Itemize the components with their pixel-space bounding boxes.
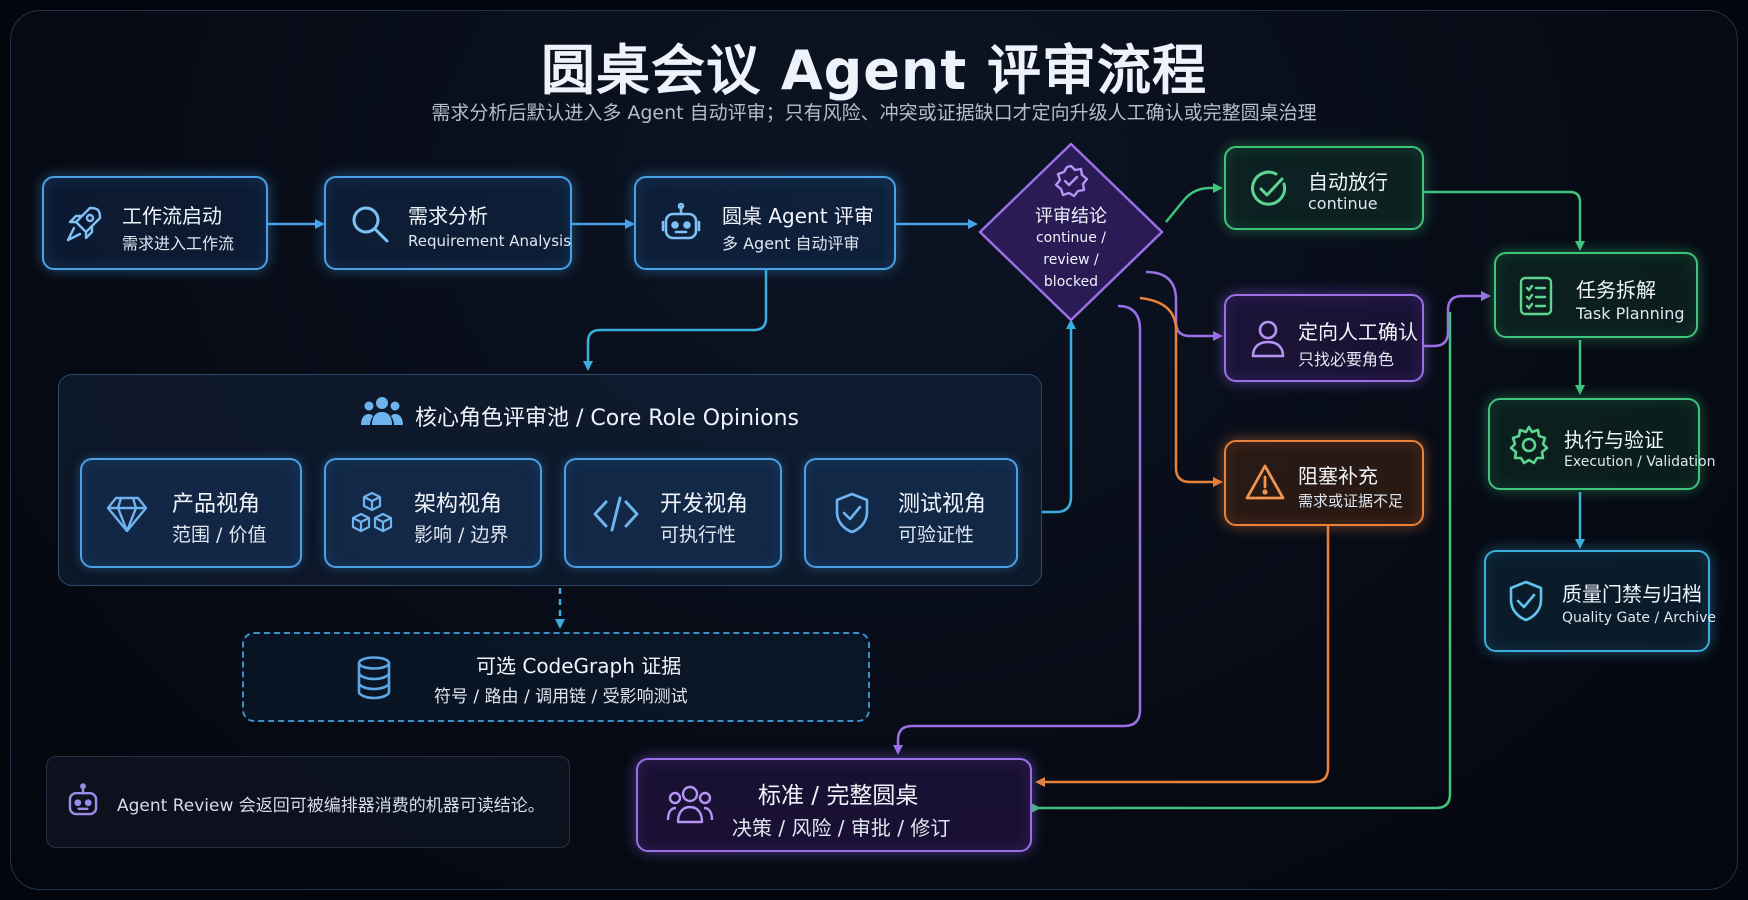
role-subtitle: 可验证性 — [898, 524, 975, 546]
node-subtitle: Task Planning — [1576, 304, 1685, 323]
pool-title: 核心角色评审池 / Core Role Opinions — [415, 406, 800, 431]
node-subtitle: 决策 / 风险 / 审批 / 修订 — [732, 816, 951, 840]
role-subtitle: 可执行性 — [660, 524, 737, 546]
warning-icon — [1245, 464, 1285, 500]
role-card-testing[interactable]: 测试视角 可验证性 — [804, 458, 1018, 568]
node-subtitle: continue — [1308, 194, 1378, 213]
edge-roundtable-task — [1031, 312, 1452, 813]
edge-verdict-roundtable — [893, 304, 1142, 755]
cubes-icon — [351, 491, 393, 533]
role-subtitle: 影响 / 边界 — [414, 524, 509, 546]
node-title: 工作流启动 — [122, 204, 222, 228]
robot-icon — [661, 202, 701, 240]
role-title: 开发视角 — [660, 492, 749, 517]
node-quality-gate[interactable]: 质量门禁与归档 Quality Gate / Archive — [1484, 550, 1716, 652]
verdict-option-blocked: blocked — [1043, 274, 1099, 290]
node-title: 阻塞补充 — [1298, 464, 1378, 488]
node-title: 圆桌 Agent 评审 — [722, 204, 874, 228]
edge-human-task — [1424, 291, 1491, 348]
node-blocked[interactable]: 阻塞补充 需求或证据不足 — [1224, 440, 1424, 526]
node-title: 需求分析 — [408, 204, 488, 228]
edge-verdict-blocked — [1139, 296, 1178, 331]
node-subtitle: Requirement Analysis — [408, 232, 572, 250]
node-task-planning[interactable]: 任务拆解 Task Planning — [1494, 252, 1698, 338]
robot-icon — [68, 783, 98, 816]
verified-badge-icon — [1054, 164, 1089, 198]
node-subtitle: 需求或证据不足 — [1298, 492, 1404, 510]
note-text: Agent Review 会返回可被编排器消费的机器可读结论。 — [117, 796, 545, 816]
node-subtitle: Execution / Validation — [1564, 454, 1716, 470]
database-icon — [357, 656, 391, 700]
node-requirement-analysis[interactable]: 需求分析 Requirement Analysis — [324, 176, 572, 270]
code-icon — [593, 496, 639, 532]
node-title: 质量门禁与归档 — [1562, 582, 1702, 606]
role-card-product[interactable]: 产品视角 范围 / 价值 — [80, 458, 302, 568]
diamond-icon — [106, 496, 148, 533]
verdict-option-review: review / — [1043, 252, 1099, 268]
node-title: 标准 / 完整圆桌 — [758, 783, 919, 809]
node-auto-pass[interactable]: 自动放行 continue — [1224, 146, 1424, 230]
user-icon — [1251, 320, 1285, 358]
node-title: 执行与验证 — [1564, 428, 1664, 452]
codegraph-subtitle: 符号 / 路由 / 调用链 / 受影响测试 — [434, 687, 688, 707]
node-agent-review[interactable]: 圆桌 Agent 评审 多 Agent 自动评审 — [634, 176, 896, 270]
role-title: 测试视角 — [898, 492, 987, 517]
shield-check-icon — [835, 492, 869, 534]
node-title: 任务拆解 — [1576, 278, 1656, 302]
core-role-pool — [58, 374, 1042, 586]
edge-blocked-roundtable — [1035, 526, 1330, 787]
node-title: 自动放行 — [1308, 170, 1388, 194]
role-title: 架构视角 — [414, 492, 503, 517]
role-card-development[interactable]: 开发视角 可执行性 — [564, 458, 782, 568]
node-codegraph-evidence[interactable]: 可选 CodeGraph 证据 符号 / 路由 / 调用链 / 受影响测试 — [242, 632, 870, 722]
edge-verdict-blocked-2 — [1174, 330, 1223, 487]
edge-autopass-task — [1424, 190, 1585, 251]
verdict-title: 评审结论 — [1035, 206, 1107, 227]
edge-pool-verdict — [1042, 319, 1076, 514]
edge-review-pool — [583, 270, 768, 371]
node-review-verdict[interactable] — [974, 140, 1168, 324]
node-full-roundtable[interactable]: 标准 / 完整圆桌 决策 / 风险 / 审批 / 修订 — [636, 758, 1032, 852]
role-title: 产品视角 — [172, 492, 261, 517]
page-title: 圆桌会议 Agent 评审流程 — [541, 39, 1207, 102]
codegraph-title: 可选 CodeGraph 证据 — [476, 654, 682, 678]
node-subtitle: 需求进入工作流 — [122, 234, 235, 253]
team-icon — [361, 397, 403, 425]
group-icon — [666, 785, 714, 824]
node-subtitle: Quality Gate / Archive — [1562, 610, 1717, 626]
node-title: 定向人工确认 — [1298, 320, 1418, 344]
agent-review-note: Agent Review 会返回可被编排器消费的机器可读结论。 — [46, 756, 570, 848]
rocket-icon — [66, 206, 102, 242]
edge-verdict-autopass — [1165, 183, 1223, 223]
role-subtitle: 范围 / 价值 — [172, 524, 267, 546]
page-subtitle: 需求分析后默认进入多 Agent 自动评审；只有风险、冲突或证据缺口才定向升级人… — [431, 102, 1317, 124]
node-human-confirm[interactable]: 定向人工确认 只找必要角色 — [1224, 294, 1424, 382]
check-circle-icon — [1251, 170, 1287, 206]
verdict-option-continue: continue / — [1035, 230, 1107, 246]
node-subtitle: 只找必要角色 — [1298, 350, 1395, 369]
gear-icon — [1509, 425, 1549, 465]
checklist-icon — [1519, 276, 1553, 316]
search-icon — [352, 206, 389, 243]
node-execution-validation[interactable]: 执行与验证 Execution / Validation — [1488, 398, 1715, 490]
node-workflow-start[interactable]: 工作流启动 需求进入工作流 — [42, 176, 268, 270]
role-card-architecture[interactable]: 架构视角 影响 / 边界 — [324, 458, 542, 568]
shield-check-icon — [1509, 580, 1543, 622]
node-subtitle: 多 Agent 自动评审 — [722, 234, 860, 253]
